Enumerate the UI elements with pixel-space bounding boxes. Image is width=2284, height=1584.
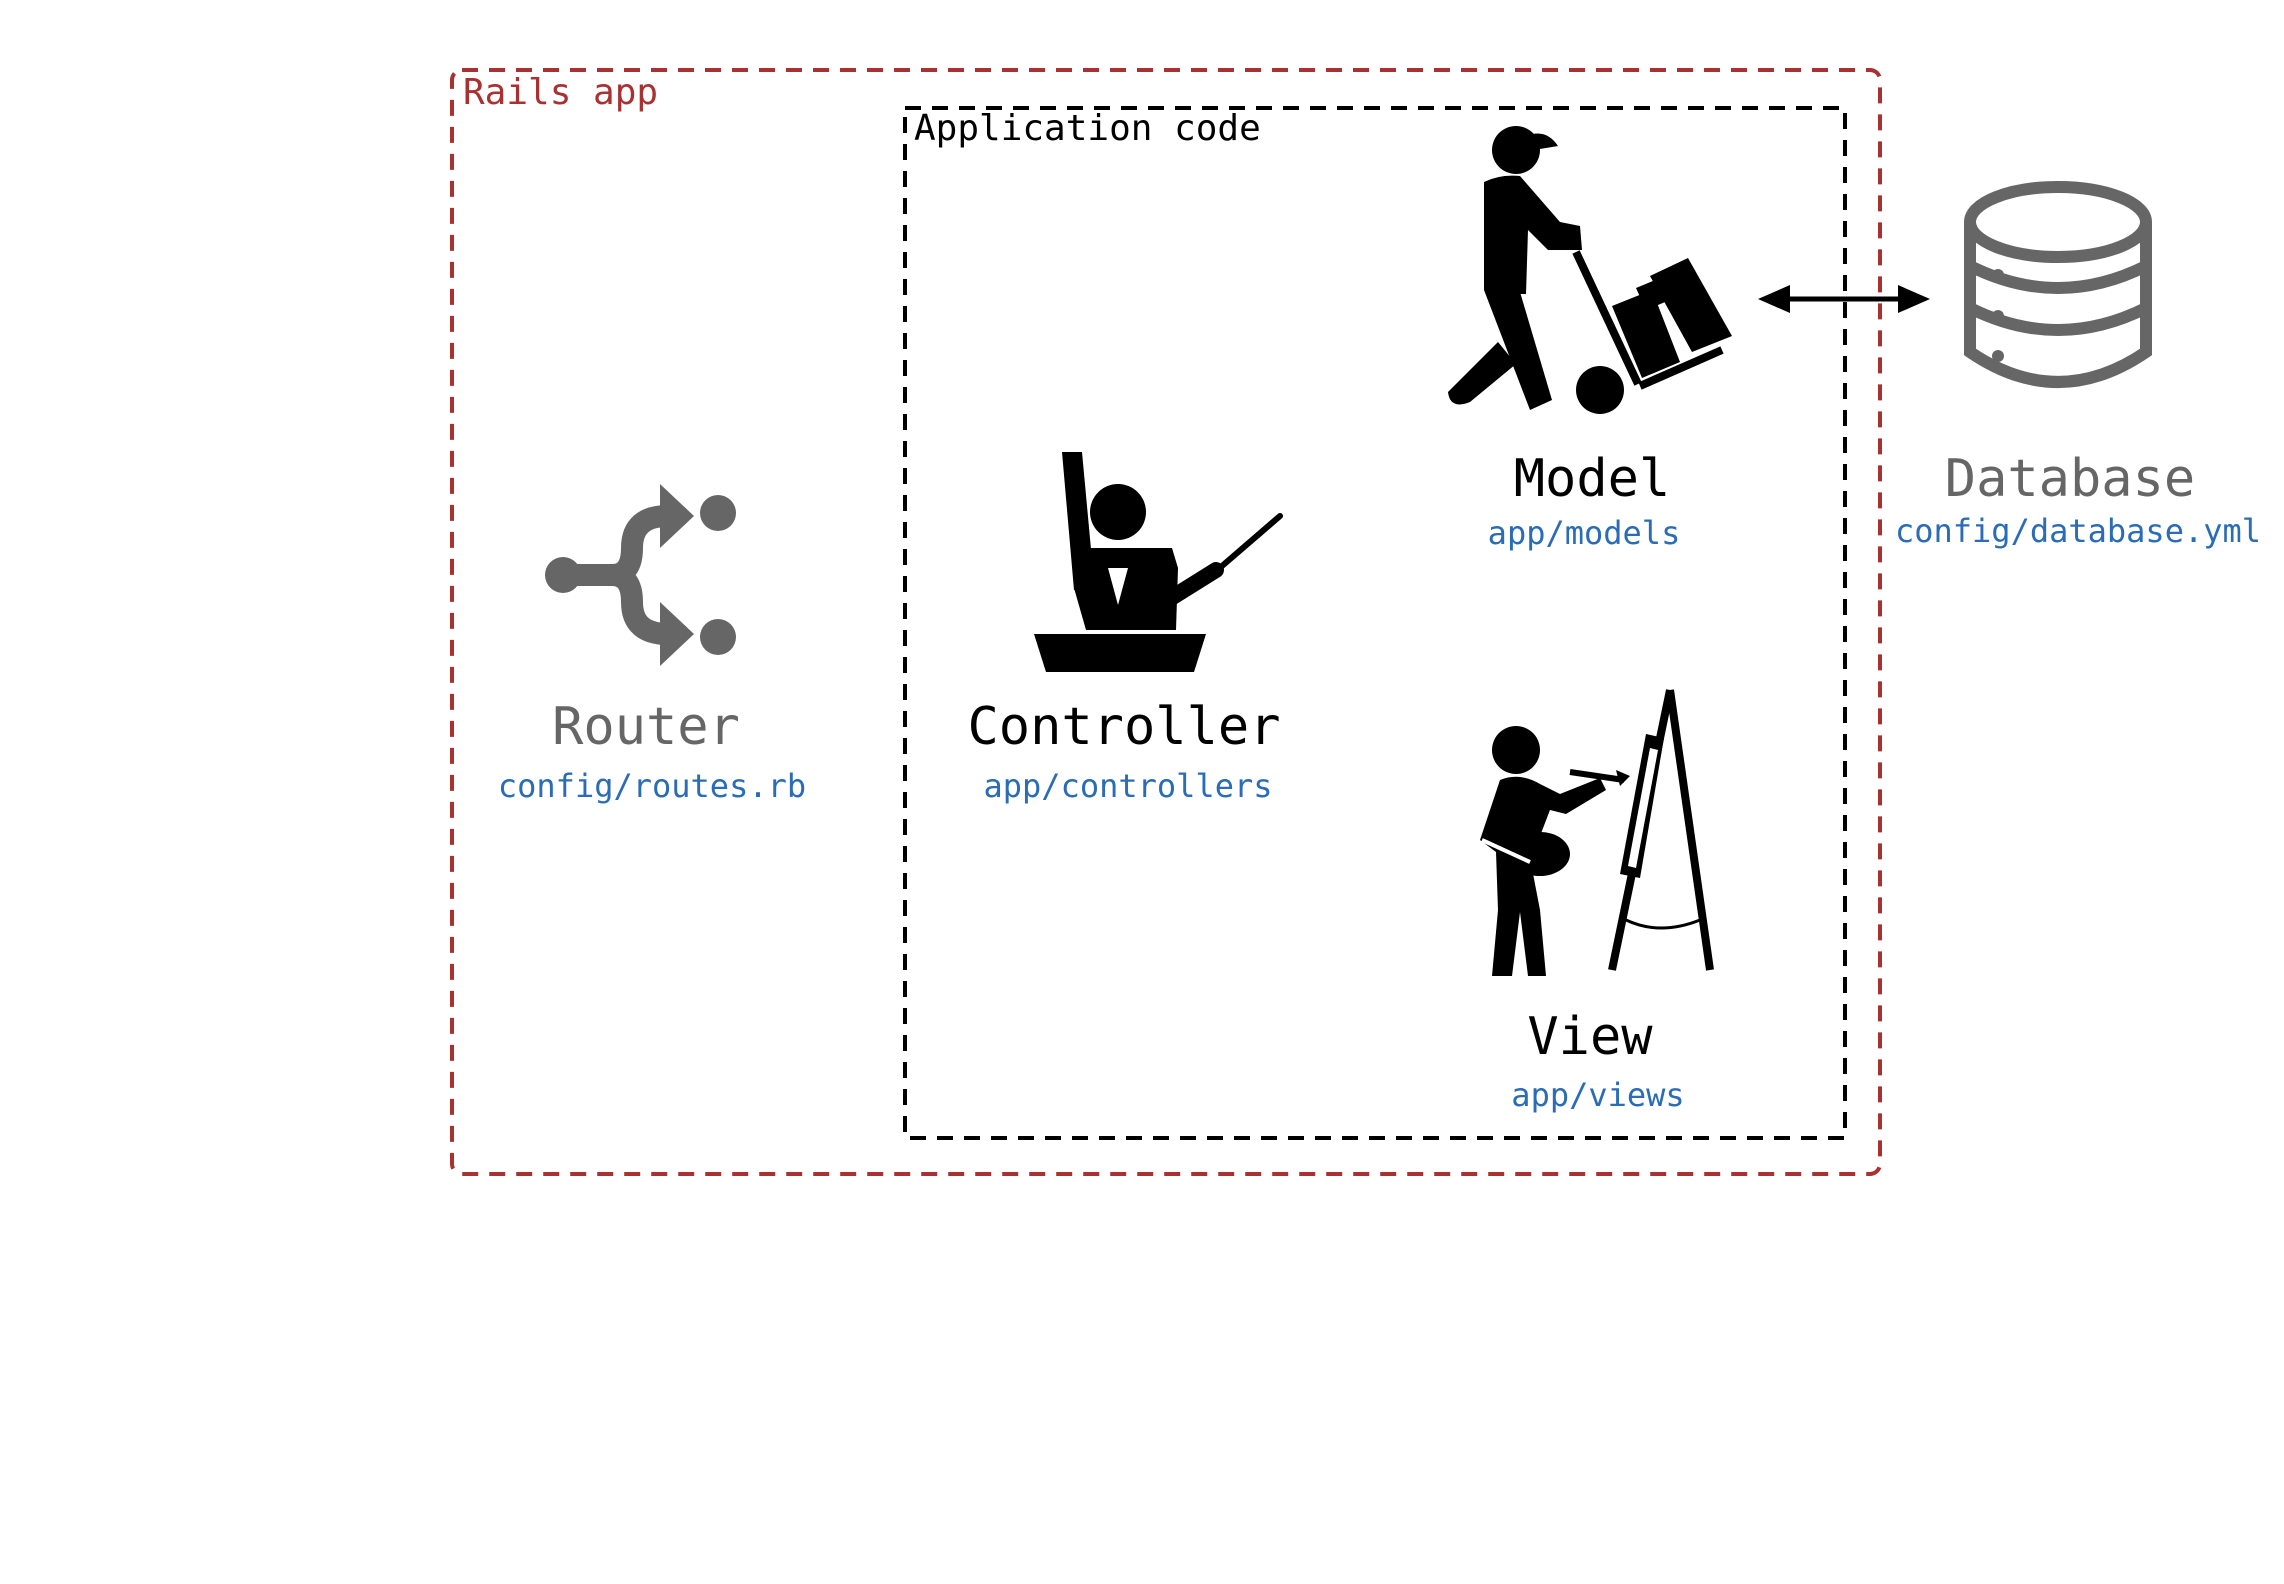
view-title: View [1527,1007,1653,1067]
router-path: config/routes.rb [498,767,806,805]
presenter-pointer-icon [1034,452,1283,672]
model-title: Model [1514,449,1671,509]
painter-easel-icon [1480,689,1714,976]
view-node: View app/views [1480,689,1714,1114]
view-path: app/views [1511,1076,1684,1114]
model-database-arrow [1758,285,1930,313]
database-path: config/database.yml [1895,512,2261,550]
hand-truck-worker-icon [1448,126,1732,414]
route-fork-icon [545,484,736,666]
router-node: Router config/routes.rb [498,484,806,805]
database-title: Database [1945,449,2195,509]
model-node: Model app/models [1448,126,1732,552]
controller-path: app/controllers [984,767,1273,805]
rails-app-label: Rails app [463,72,658,113]
rails-app-frame: Rails app [450,68,1882,1176]
application-code-frame: Application code [903,106,1847,1140]
database-cylinder-icon [1964,181,2152,388]
router-title: Router [552,697,740,757]
database-node: Database config/database.yml [1895,181,2261,550]
application-code-label: Application code [914,108,1261,149]
model-path: app/models [1488,514,1681,552]
controller-node: Controller app/controllers [967,452,1283,805]
controller-title: Controller [967,697,1280,757]
